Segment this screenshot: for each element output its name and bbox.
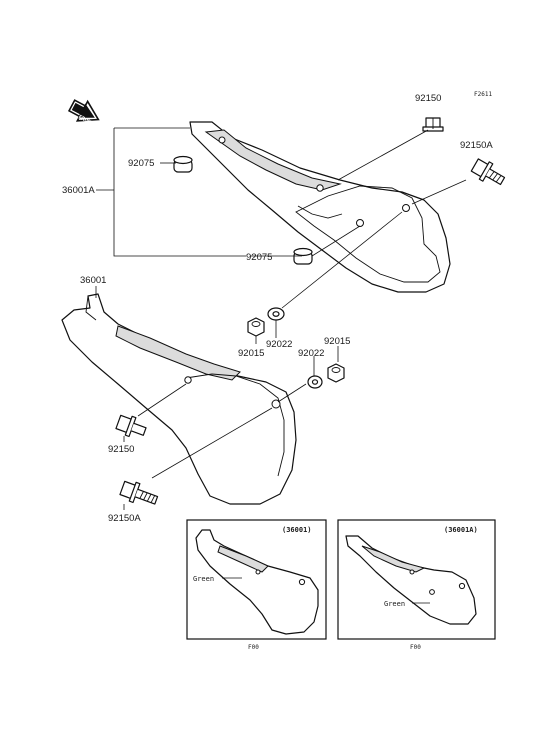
bracket-36001A: [113, 128, 246, 257]
grommet-92075-upper: [173, 155, 193, 173]
label-92150A-top: 92150A: [460, 140, 493, 151]
front-arrow-icon: [67, 99, 100, 122]
side-cover-36001A: [189, 121, 451, 293]
label-92022-left: 92022: [266, 339, 292, 350]
label-92075-lower: 92075: [246, 252, 272, 263]
inset-part-label: (36001A): [444, 526, 478, 534]
label-92015-right: 92015: [324, 336, 350, 347]
label-92150A-bottom: 92150A: [108, 513, 141, 524]
label-92150-top: 92150: [415, 93, 441, 104]
label-36001: 36001: [80, 275, 106, 286]
washer-92022-left: [267, 307, 285, 321]
nut-92015-left: [247, 317, 265, 337]
inset-cover-36001: [195, 529, 319, 635]
inset-36001A: (36001A) Green F00: [337, 519, 496, 651]
diagram-code: F2611: [474, 91, 492, 98]
grommet-92075-lower: [293, 247, 313, 265]
inset-part-label: (36001): [282, 526, 312, 534]
nut-92015-right: [327, 363, 345, 383]
label-92022-right: 92022: [298, 348, 324, 359]
inset-36001: (36001) Green F00: [186, 519, 327, 651]
bolt-92150A-bottom: [119, 480, 159, 505]
label-92015-left: 92015: [238, 348, 264, 359]
label-92150-bottom: 92150: [108, 444, 134, 455]
label-92075-upper: 92075: [128, 158, 154, 169]
inset-footer: F00: [410, 644, 421, 651]
inset-footer: F00: [248, 644, 259, 651]
bolt-92150-bottom: [115, 414, 147, 438]
inset-cover-36001A: [345, 535, 477, 625]
bolt-92150-top: [422, 117, 444, 132]
bolt-92150A-top: [470, 158, 506, 186]
label-36001A: 36001A: [62, 185, 95, 196]
inset-color-label: Green: [193, 575, 214, 583]
washer-92022-right: [307, 375, 323, 389]
inset-color-label: Green: [384, 600, 405, 608]
